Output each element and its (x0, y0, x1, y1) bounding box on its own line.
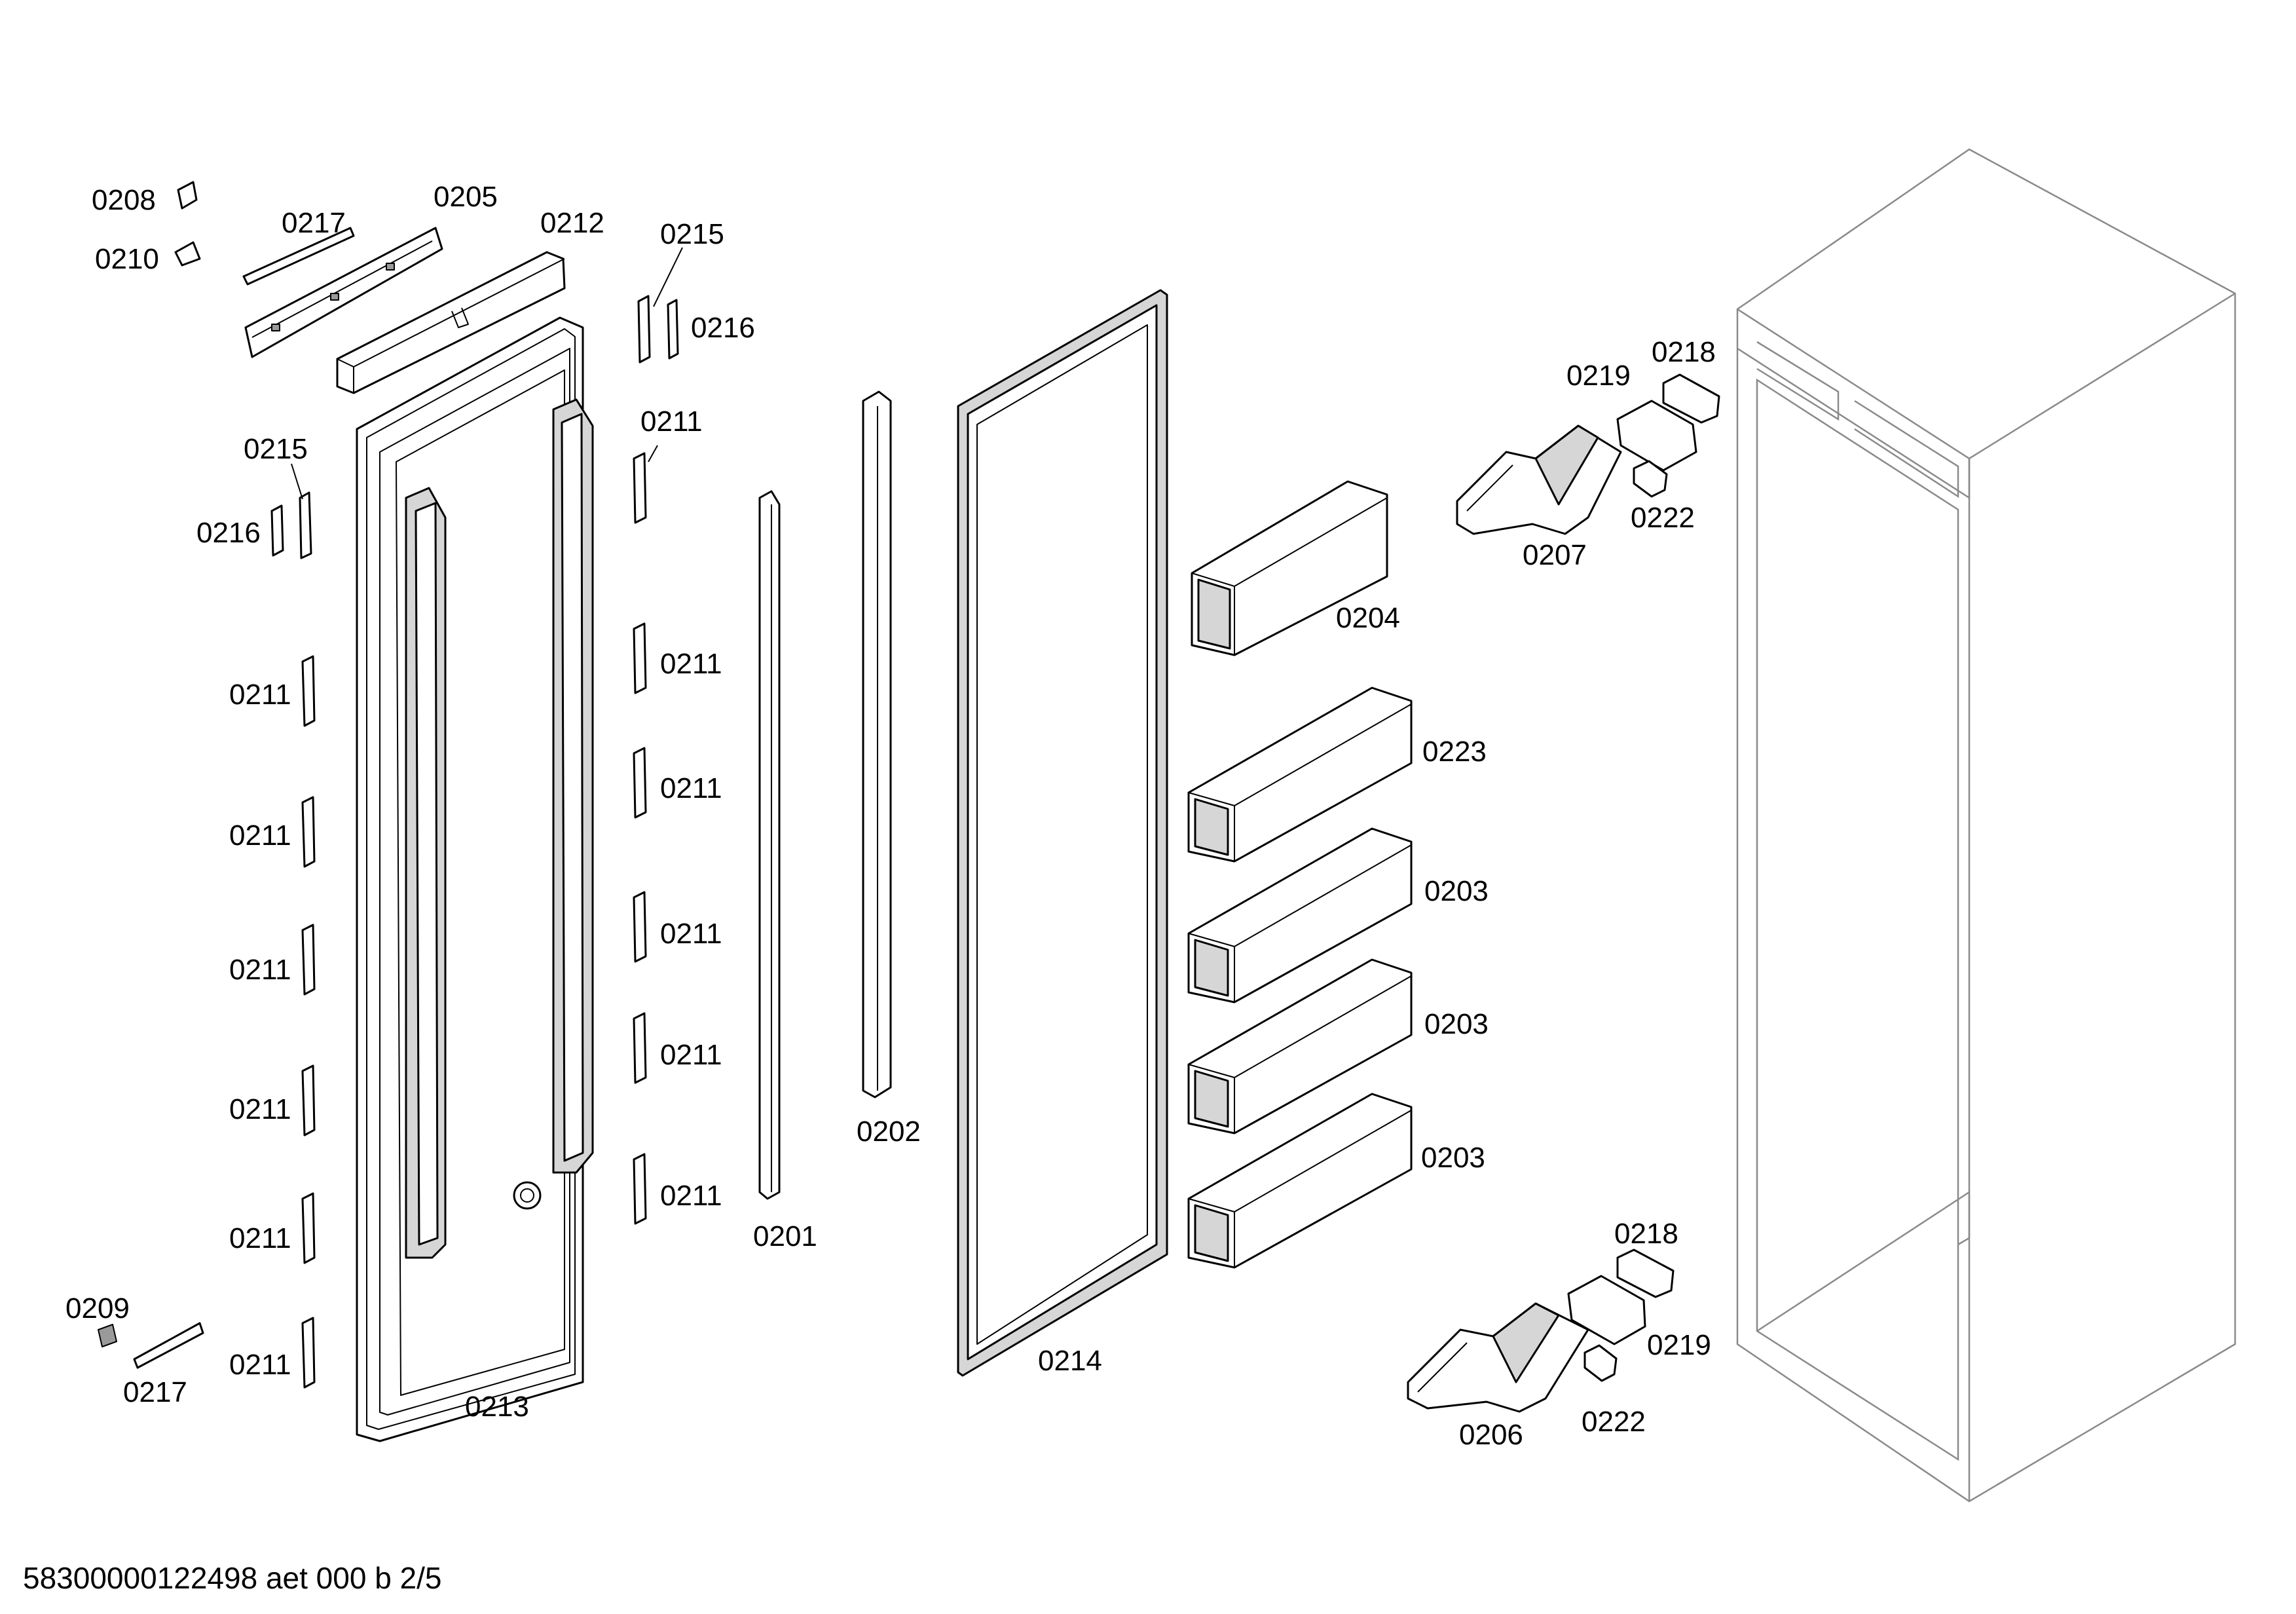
callout-0212: 0212 (540, 207, 604, 239)
callout-0216-top: 0216 (691, 312, 755, 344)
door-bin-0223 (1187, 686, 1413, 863)
callout-0206: 0206 (1459, 1419, 1523, 1451)
callout-0223: 0223 (1422, 736, 1487, 768)
callout-0211-mid-3: 0211 (660, 772, 722, 804)
callout-0214: 0214 (1038, 1345, 1102, 1377)
gasket-0214 (957, 289, 1168, 1377)
callout-0213: 0213 (465, 1391, 529, 1423)
callout-0211-left-2: 0211 (229, 819, 291, 852)
callout-0217-bottom: 0217 (123, 1376, 187, 1408)
callout-0218-top: 0218 (1652, 336, 1716, 368)
leader-lines (291, 247, 683, 500)
callout-0215-top: 0215 (660, 218, 724, 250)
hinge-0206 (1407, 1302, 1589, 1413)
callout-0207: 0207 (1523, 539, 1587, 571)
plate-0222-bottom (1583, 1344, 1618, 1382)
callout-0222-top: 0222 (1631, 502, 1695, 534)
callout-0203-2: 0203 (1424, 1008, 1489, 1040)
callout-0202: 0202 (857, 1116, 921, 1148)
bracket-0218-top (1662, 373, 1720, 424)
callout-0205: 0205 (434, 181, 498, 213)
callout-0211-left-3: 0211 (229, 954, 291, 986)
callout-0204: 0204 (1336, 602, 1400, 634)
clip-0208 (177, 181, 198, 210)
plate-0222-top (1633, 460, 1668, 498)
document-code: 58300000122498 aet 000 b 2/5 (23, 1561, 442, 1595)
callout-0215-left: 0215 (244, 433, 308, 465)
bracket-0219-top (1616, 400, 1697, 472)
callout-0219-top: 0219 (1566, 360, 1631, 392)
refrigerator-cabinet (1736, 148, 2236, 1503)
rail-0202 (862, 390, 892, 1098)
clip-0210 (174, 241, 201, 267)
callout-0203-1: 0203 (1424, 875, 1489, 907)
callout-0210: 0210 (95, 243, 159, 275)
callout-0211-mid-1: 0211 (640, 405, 703, 438)
callout-0217-top: 0217 (282, 207, 346, 239)
door-bin-0203-middle (1187, 958, 1413, 1135)
strip-0217-top (242, 227, 355, 286)
callout-labels: 0208 0210 0217 0205 0212 0215 0216 0215 … (65, 181, 1716, 1451)
bracket-0219-bottom (1567, 1275, 1646, 1345)
callout-0211-left-5: 0211 (229, 1222, 291, 1254)
rail-0201 (758, 490, 781, 1200)
callout-0211-mid-4: 0211 (660, 918, 722, 950)
callout-0203-3: 0203 (1421, 1142, 1485, 1174)
clip-0209 (98, 1324, 117, 1347)
callout-0218-bottom: 0218 (1614, 1218, 1678, 1250)
callout-0211-left-1: 0211 (229, 679, 291, 711)
bracket-0218-bottom (1616, 1248, 1675, 1298)
hinge-0207 (1456, 424, 1622, 535)
callout-0216-left: 0216 (196, 517, 261, 549)
callout-0211-mid-6: 0211 (660, 1180, 722, 1212)
callout-0211-mid-5: 0211 (660, 1039, 722, 1071)
top-profile-0205 (244, 227, 443, 358)
callout-0201: 0201 (753, 1220, 817, 1252)
door-bin-0203-lower (1187, 1093, 1413, 1269)
door-bin-0203-upper (1187, 827, 1413, 1004)
callout-0211-left-4: 0211 (229, 1093, 291, 1125)
callout-0219-bottom: 0219 (1647, 1329, 1711, 1361)
callout-0209: 0209 (65, 1292, 130, 1324)
strip-0217-bottom (133, 1322, 204, 1369)
left-clip-column (270, 491, 316, 1389)
callout-0211-left-6: 0211 (229, 1349, 291, 1381)
cover-0212 (336, 251, 566, 394)
shelf-0204 (1191, 480, 1388, 656)
callout-0208: 0208 (92, 184, 156, 216)
door-0213 (356, 316, 594, 1442)
callout-0211-mid-2: 0211 (660, 648, 722, 680)
callout-0222-bottom: 0222 (1582, 1406, 1646, 1438)
middle-clip-column (633, 295, 679, 1225)
